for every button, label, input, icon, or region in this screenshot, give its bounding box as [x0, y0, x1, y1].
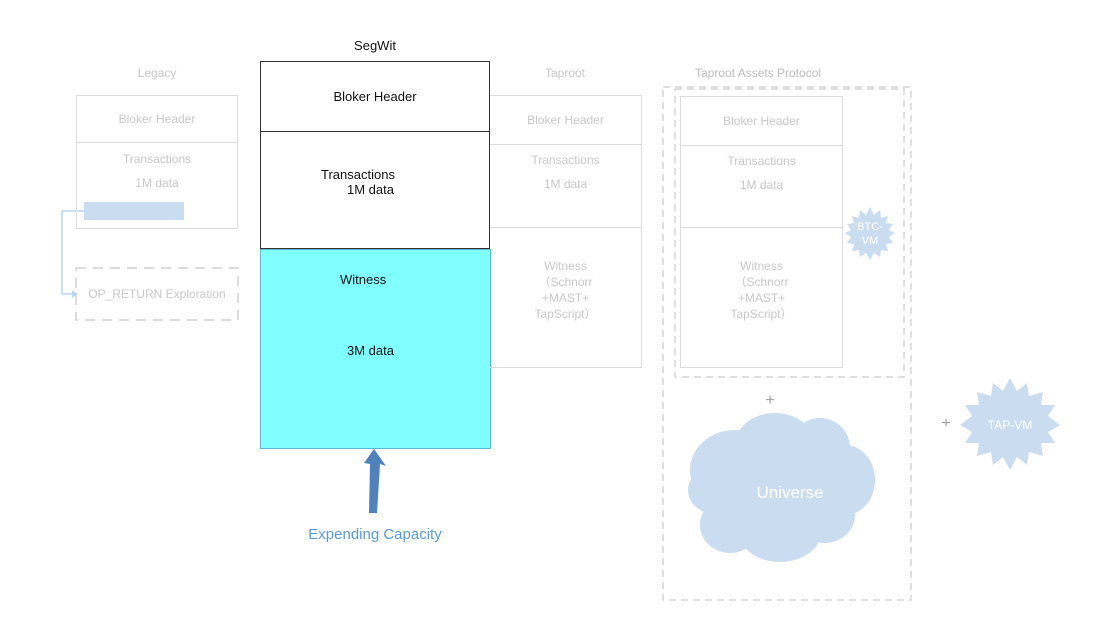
segwit-transactions-box: Transactions 1M data — [260, 131, 490, 249]
legacy-connector-arrowhead — [72, 290, 78, 298]
tap-assets-transactions-box: Transactions 1M data — [680, 145, 843, 228]
expanding-capacity-arrow — [364, 449, 386, 513]
taproot-transactions-data: 1M data — [543, 177, 588, 191]
legacy-op-return-bar — [84, 202, 184, 220]
taproot-witness-line4: TapScript） — [534, 307, 597, 321]
taproot-title: Taproot — [544, 66, 586, 80]
expanding-capacity-label: Expending Capacity — [308, 526, 442, 543]
segwit-witness-box: Witness 3M data — [260, 249, 491, 449]
segwit-transactions-data: 1M data — [347, 182, 394, 197]
legacy-connector-line — [61, 210, 84, 295]
tap-assets-witness-line2: （Schnorr — [734, 275, 789, 289]
taproot-transactions-label: Transactions — [531, 153, 600, 167]
segwit-witness-data: 3M data — [347, 343, 394, 358]
segwit-title: SegWit — [354, 38, 396, 53]
tap-assets-witness-line4: TapScript） — [730, 307, 793, 321]
tap-assets-witness-line3: +MAST+ — [737, 291, 786, 305]
tap-vm-plus: + — [941, 415, 951, 432]
taproot-witness-line1: Witness — [544, 259, 587, 273]
btc-vm-label-line1: BTC- — [857, 221, 883, 233]
tap-vm-label: TAP-VM — [987, 418, 1033, 432]
segwit-transactions-label: Transactions — [321, 167, 395, 182]
taproot-header-box: Bloker Header — [490, 95, 642, 145]
tap-assets-transactions-label: Transactions — [727, 154, 796, 168]
btc-vm-label: BTC- VM — [850, 220, 890, 248]
taproot-header-label: Bloker Header — [527, 113, 604, 127]
legacy-transactions-data: 1M data — [135, 176, 179, 190]
segwit-header-label: Bloker Header — [333, 89, 417, 104]
segwit-header-box: Bloker Header — [260, 61, 490, 132]
legacy-header-box: Bloker Header — [76, 95, 238, 143]
legacy-transactions-box: Transactions 1M data — [76, 142, 238, 229]
tap-assets-inner-dashed-box — [674, 88, 905, 378]
taproot-transactions-box: Transactions 1M data — [490, 144, 642, 228]
tap-assets-title: Taproot Assets Protocol — [695, 66, 822, 80]
legacy-transactions-label: Transactions — [122, 152, 192, 166]
tap-assets-plus: + — [765, 392, 775, 409]
taproot-witness-box: Witness （Schnorr +MAST+ TapScript） — [490, 227, 642, 368]
tap-assets-witness-line1: Witness — [740, 259, 783, 273]
segwit-witness-label: Witness — [340, 272, 387, 287]
btc-vm-starburst — [845, 207, 895, 260]
tap-assets-witness-box: Witness （Schnorr +MAST+ TapScript） — [680, 227, 843, 368]
tap-assets-outer-dashed-box — [662, 86, 912, 601]
universe-label: Universe — [756, 483, 824, 502]
tap-assets-header-label: Bloker Header — [723, 114, 800, 128]
legacy-header-label: Bloker Header — [118, 112, 196, 126]
btc-vm-label-line2: VM — [861, 235, 879, 247]
tap-vm-starburst — [960, 378, 1060, 470]
op-return-label: OP_RETURN Exploration — [88, 287, 226, 301]
universe-cloud — [688, 413, 875, 562]
taproot-witness-line3: +MAST+ — [541, 291, 590, 305]
op-return-dashed-box — [75, 267, 239, 321]
legacy-title: Legacy — [137, 66, 177, 80]
tap-assets-transactions-data: 1M data — [739, 178, 784, 192]
tap-assets-header-box: Bloker Header — [680, 96, 843, 146]
taproot-witness-line2: （Schnorr — [538, 275, 593, 289]
